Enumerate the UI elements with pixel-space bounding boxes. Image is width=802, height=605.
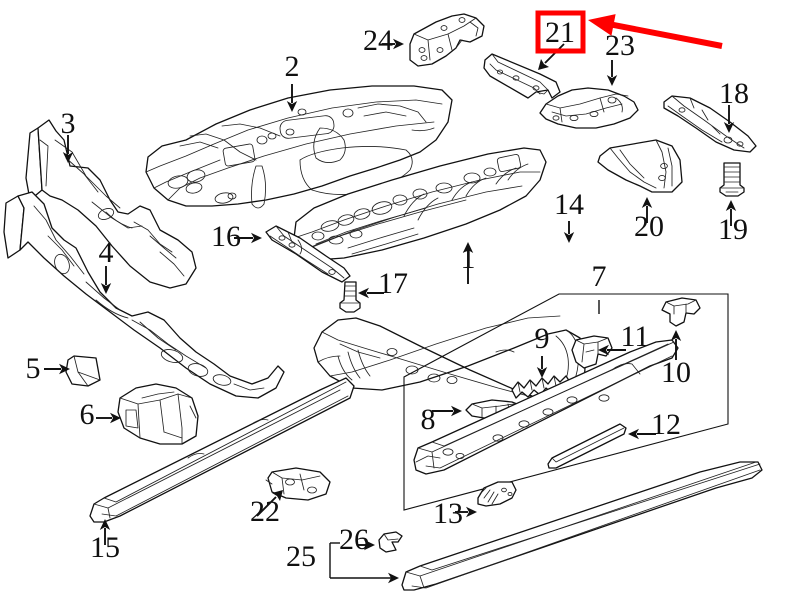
callout-18: 18 — [719, 77, 749, 133]
callout-label-11: 11 — [621, 320, 650, 353]
callout-label-12: 12 — [651, 408, 681, 441]
callout-layer: 1234567891011121314151617181920212223242… — [26, 16, 749, 584]
callout-label-6: 6 — [80, 398, 95, 431]
callout-label-22: 22 — [250, 495, 280, 528]
highlight-arrow-shaft — [603, 20, 723, 49]
part-24-front-seat-mount-bracket — [409, 13, 485, 67]
part-21-seat-rail-reinforcement — [483, 53, 561, 99]
part-22-plate-bracket — [265, 467, 331, 501]
callout-26: 26 — [339, 523, 375, 556]
callout-3: 3 — [61, 107, 76, 163]
callout-label-26: 26 — [339, 523, 369, 556]
highlight-annotation — [535, 10, 723, 54]
part-20-channel-bracket — [597, 139, 683, 193]
part-18-seat-crossmember-rail — [663, 95, 757, 153]
part-13-ribbed-end-cap — [477, 481, 517, 507]
callout-21: 21 — [538, 16, 575, 70]
callout-label-16: 16 — [211, 220, 241, 253]
callout-16: 16 — [211, 220, 262, 253]
callout-label-19: 19 — [718, 213, 748, 246]
callout-label-14: 14 — [554, 188, 584, 221]
callout-label-5: 5 — [26, 352, 41, 385]
part-2-front-floor-pan — [145, 85, 453, 209]
callout-14: 14 — [554, 188, 584, 243]
callout-label-9: 9 — [535, 322, 550, 355]
callout-label-13: 13 — [433, 497, 463, 530]
callout-4: 4 — [99, 236, 114, 294]
part-23-seat-mount-crossmember — [539, 87, 639, 129]
part-10-upper-mount-clip — [661, 297, 701, 327]
callout-15: 15 — [90, 519, 120, 564]
part-25-rocker-molding — [401, 461, 763, 591]
part-1-center-floor-pan — [293, 147, 547, 261]
part-19-flange-bolt — [719, 162, 745, 197]
part-12-trim-rod — [547, 423, 627, 469]
callout-label-25: 25 — [286, 540, 316, 573]
callout-label-21: 21 — [545, 16, 575, 49]
callout-22: 22 — [250, 490, 283, 528]
part-6-corner-gusset-bracket — [117, 383, 199, 445]
callout-13: 13 — [433, 497, 477, 530]
callout-label-18: 18 — [719, 77, 749, 110]
callout-label-4: 4 — [99, 236, 114, 269]
part-15-long-rocker-rail — [89, 377, 355, 523]
part-4-dash-panel-lower — [3, 191, 285, 399]
highlight-box — [535, 10, 586, 54]
part-11-mount-bracket — [571, 335, 613, 369]
part-16-floor-cross-strip — [265, 225, 351, 283]
part-17-hex-flange-bolt — [339, 281, 361, 313]
callout-12: 12 — [628, 408, 681, 441]
callout-label-7: 7 — [592, 260, 607, 293]
callout-label-8: 8 — [421, 403, 436, 436]
part-3-dash-panel-upper — [25, 119, 197, 289]
highlight-arrow-head — [588, 14, 616, 36]
rocker-assembly-group-box — [403, 293, 729, 511]
callout-17: 17 — [358, 267, 408, 300]
callout-label-17: 17 — [378, 267, 408, 300]
callout-label-20: 20 — [634, 210, 664, 243]
callout-8: 8 — [421, 403, 462, 436]
callout-11: 11 — [598, 320, 650, 356]
callout-2: 2 — [285, 50, 300, 112]
callout-label-24: 24 — [363, 24, 393, 57]
part-7-rocker-panel-assembly — [413, 339, 679, 475]
part-26-molding-clip — [378, 531, 403, 553]
callout-1: 1 — [461, 242, 476, 284]
callout-9: 9 — [535, 322, 550, 378]
part-5-small-wedge-bracket — [65, 355, 101, 387]
callout-10: 10 — [661, 330, 691, 389]
callout-7: 7 — [592, 260, 607, 314]
callout-label-2: 2 — [285, 50, 300, 83]
callout-23: 23 — [605, 29, 635, 86]
callout-label-3: 3 — [61, 107, 76, 140]
callout-24: 24 — [363, 24, 404, 57]
callout-label-10: 10 — [661, 356, 691, 389]
callout-19: 19 — [718, 200, 748, 246]
callout-6: 6 — [80, 398, 121, 431]
callout-25: 25 — [286, 540, 399, 584]
callout-5: 5 — [26, 352, 70, 385]
callout-20: 20 — [634, 197, 664, 243]
